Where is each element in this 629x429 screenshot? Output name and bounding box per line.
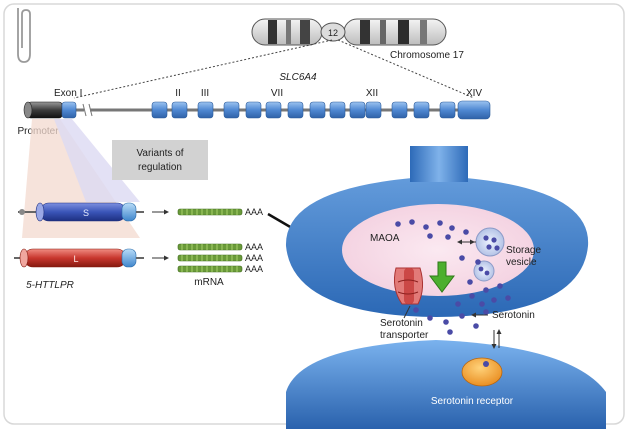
exon	[439, 101, 456, 119]
serotonin-dot	[437, 220, 443, 226]
mrna-strand	[177, 265, 243, 273]
exon-last	[457, 100, 491, 120]
exon	[391, 101, 408, 119]
serotonin-dot	[459, 313, 465, 319]
polya-short: AAA	[245, 207, 263, 217]
exon	[309, 101, 326, 119]
polymorphism-label: 5-HTTLPR	[26, 280, 74, 291]
exon	[245, 101, 262, 119]
exon	[329, 101, 346, 119]
serotonin-dot	[449, 225, 455, 231]
long-allele	[14, 248, 144, 268]
serotonin-dot	[491, 297, 497, 303]
presynaptic-axon	[410, 146, 468, 182]
storage-vesicle-small	[473, 260, 495, 282]
maoa-label: MAOA	[370, 233, 400, 244]
zoom-line-left	[73, 39, 333, 99]
promoter-zoom-wedge-inner	[54, 119, 140, 202]
serotonin-dot	[447, 329, 453, 335]
serotonin-dot	[505, 295, 511, 301]
paperclip-icon	[17, 8, 31, 63]
storage-label-line1: Storage	[506, 245, 541, 256]
serotonin-dot	[483, 309, 489, 315]
serotonin-dot	[467, 279, 473, 285]
zoom-line-right	[337, 39, 475, 99]
serotonin-dot	[483, 287, 489, 293]
long-allele-label: L	[73, 254, 78, 264]
postsynaptic-neuron	[286, 340, 606, 429]
reuptake-arrow-icon	[429, 261, 455, 293]
serotonin-dot	[443, 319, 449, 325]
serotonin-dot	[445, 234, 451, 240]
polya-long-1: AAA	[245, 242, 263, 252]
mrna-label: mRNA	[194, 277, 224, 288]
serotonin-dot	[423, 224, 429, 230]
serotonin-dot	[459, 255, 465, 261]
storage-label-line2: vesicle	[506, 257, 537, 268]
short-allele-label: S	[83, 208, 89, 218]
mrna-strand	[177, 208, 243, 216]
regulation-label-line1: Variants of	[136, 148, 183, 159]
serotonin-dot	[479, 301, 485, 307]
exon	[413, 101, 430, 119]
exon-label-vii: VII	[271, 88, 283, 99]
serotonin-dot	[469, 293, 475, 299]
serotonin-dot	[455, 301, 461, 307]
storage-vesicle	[475, 227, 505, 257]
exon	[171, 101, 188, 119]
bound-serotonin	[483, 361, 489, 367]
gene-name: SLC6A4	[279, 72, 317, 83]
short-allele	[18, 202, 144, 222]
serotonin-dot	[413, 307, 419, 313]
exon-label-xii: XII	[366, 88, 378, 99]
serotonin-molecules	[395, 219, 511, 335]
serotonin-dot	[395, 221, 401, 227]
polya-long-2: AAA	[245, 253, 263, 263]
exon	[197, 101, 214, 119]
serotonin-dot	[473, 323, 479, 329]
serotonin-dot	[475, 259, 481, 265]
transporter-label-line1: Serotonin	[380, 318, 423, 329]
exon	[349, 101, 366, 119]
serotonin-dot	[427, 233, 433, 239]
serotonin-dot	[409, 219, 415, 225]
exon	[223, 101, 240, 119]
serotonin-dot	[497, 283, 503, 289]
exon	[287, 101, 304, 119]
exon-label-iii: III	[201, 88, 209, 99]
receptor-label: Serotonin receptor	[431, 396, 514, 407]
serotonin-label: Serotonin	[492, 310, 535, 321]
mrna-strands	[177, 208, 243, 273]
transporter-pointer	[403, 305, 411, 319]
exon-row	[151, 100, 491, 120]
regulation-label-line2: regulation	[138, 162, 182, 173]
transporter-label-line2: transporter	[380, 330, 429, 341]
serotonin-dot	[463, 229, 469, 235]
exon-label-xiv: XIV	[466, 88, 482, 99]
polya-long-3: AAA	[245, 264, 263, 274]
exon-label-ii: II	[175, 88, 181, 99]
regulation-box	[112, 140, 208, 180]
mrna-strand	[177, 243, 243, 251]
exon-first-label: Exon I	[54, 88, 82, 99]
mrna-strand	[177, 254, 243, 262]
serotonin-receptor	[461, 357, 503, 387]
serotonin-transporter	[394, 267, 424, 305]
serotonin-dot	[427, 315, 433, 321]
chromosome-band-label: 12	[328, 28, 338, 38]
chromosome-label: Chromosome 17	[390, 50, 464, 61]
exon	[151, 101, 168, 119]
exon	[265, 101, 282, 119]
chromosome-17	[251, 18, 447, 46]
exon	[365, 101, 382, 119]
